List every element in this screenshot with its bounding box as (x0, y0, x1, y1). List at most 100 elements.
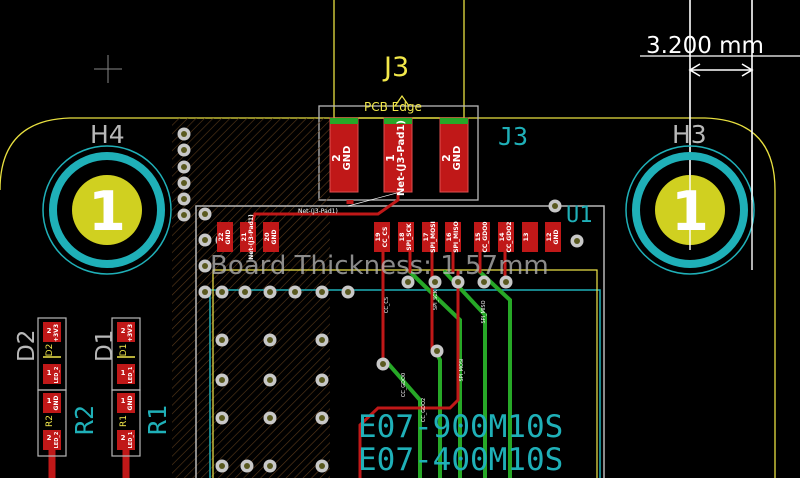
u1-pad-net: GND (225, 230, 232, 245)
via (263, 459, 277, 473)
via (401, 275, 415, 289)
u1-pad-number: 15 (474, 232, 482, 242)
resistor-pad-net: LED_2 (54, 431, 60, 448)
via (215, 411, 229, 425)
resistor-pad-number: 2 (47, 434, 52, 442)
resistor-pad-net: GND (127, 396, 134, 411)
u1-pad-net: Net-(J3-Pad1) (248, 214, 255, 260)
via (198, 285, 212, 299)
trace-net-label: CC_CS (384, 297, 390, 313)
u1-pad-number: 18 (398, 232, 406, 242)
via (240, 459, 254, 473)
led-pad-net: LED_1 (128, 366, 134, 383)
via (215, 373, 229, 387)
j3-pad-number: 2 (330, 154, 343, 162)
via (177, 192, 191, 206)
via (315, 459, 329, 473)
ratsnest-line (347, 189, 409, 207)
via (177, 176, 191, 190)
via (177, 208, 191, 222)
j3-pad-net: GND (452, 146, 463, 171)
via (548, 199, 562, 213)
trace-net-label: SPI_MOSI (459, 358, 465, 381)
u1-pad-net: CC_CS (382, 227, 389, 248)
via (263, 373, 277, 387)
led-pad-net: +3V3 (127, 324, 134, 342)
u1-pad-net: GND (271, 230, 278, 245)
via (428, 275, 442, 289)
d2-ref: D2 (14, 330, 40, 362)
trace-net-label: SPI_MISO (481, 300, 487, 323)
j3-fab-ref: J3 (498, 122, 528, 151)
module-u1-outline (195, 205, 605, 478)
led-fab-ref: D1 (119, 344, 129, 357)
keepout-zone (172, 118, 330, 478)
via (198, 259, 212, 273)
trace-label-j3-net: Net-(J3-Pad1) (298, 208, 338, 215)
cursor-crosshair (94, 55, 122, 83)
mounting-hole-h4[interactable]: 1 (42, 145, 172, 275)
u1-pad-13[interactable]: 13 (522, 222, 538, 252)
h4-pad-number: 1 (88, 180, 126, 243)
via (341, 285, 355, 299)
pcb-edge-label: PCB Edge (364, 100, 422, 114)
resistor-pad-net: GND (53, 396, 60, 411)
via (177, 160, 191, 174)
via (499, 275, 513, 289)
u1-pad-net: SPI_MISO (453, 221, 460, 253)
u1-pad-net: CC_GDO0 (482, 222, 489, 253)
led-pad-number: 2 (47, 327, 52, 335)
h4-ref: H4 (90, 120, 125, 149)
resistor-pad-number: 1 (47, 397, 52, 405)
j3-pad-number: 1 (384, 154, 397, 162)
resistor-pad-number: 1 (121, 397, 126, 405)
via (177, 143, 191, 157)
via (451, 275, 465, 289)
via (376, 357, 390, 371)
j3-pad-net: GND (342, 146, 353, 171)
resistor-fab-ref: R1 (119, 415, 129, 427)
led-pad-number: 1 (47, 369, 52, 377)
via (477, 275, 491, 289)
board-outline (0, 0, 776, 478)
trace-net-label: CC_GDO2 (421, 398, 427, 422)
u1-pad-net: SPI_MOSI (430, 221, 437, 253)
j3-pad-number: 2 (440, 154, 453, 162)
front-copper-traces (246, 190, 507, 478)
via (215, 333, 229, 347)
via (315, 285, 329, 299)
via (288, 285, 302, 299)
via (177, 127, 191, 141)
via (263, 411, 277, 425)
d1-ref: D1 (92, 330, 118, 362)
trace-net-label: CC_GDO0 (401, 373, 407, 397)
j3-pad-net: Net-(J3-Pad1) (396, 120, 407, 196)
u1-pad-number: 19 (374, 232, 382, 242)
j3-silk-ref: J3 (382, 52, 409, 83)
via (263, 333, 277, 347)
resistor-pad-net: LED_1 (128, 431, 134, 448)
u1-ref: U1 (566, 203, 593, 228)
